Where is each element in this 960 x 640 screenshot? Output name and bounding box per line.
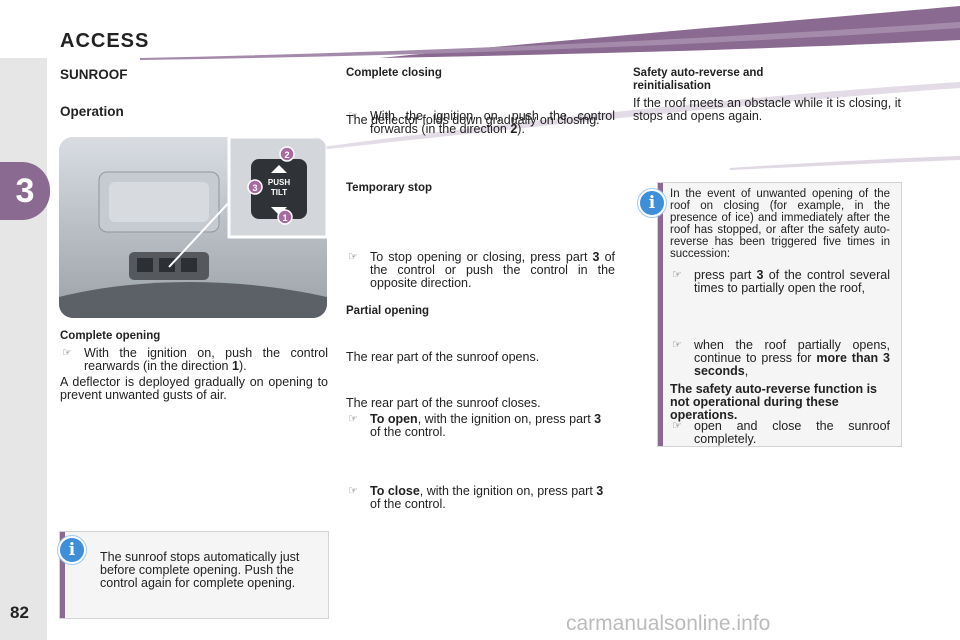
part-number: 3: [756, 268, 764, 282]
bullet-icon: ☞: [672, 269, 682, 281]
photo-label-push: PUSH: [268, 178, 290, 187]
bullet-text-end: ).: [517, 122, 525, 136]
info-icon: i: [58, 536, 86, 564]
section-title: SUNROOF: [60, 67, 128, 82]
bullet-text: , with the ignition on, press part: [419, 484, 597, 498]
duration-label: more than 3 seconds: [694, 351, 890, 378]
info-text-left: The sunroof stops automatically just bef…: [100, 550, 300, 590]
page-sidebar: [0, 0, 47, 640]
bullet-icon: ☞: [348, 251, 358, 263]
to-open-label: To open: [370, 412, 418, 426]
bullet-icon: ☞: [62, 347, 72, 359]
chapter-tab: 3: [0, 162, 50, 220]
part-number: 3: [594, 412, 602, 426]
photo-label-3: 3: [252, 183, 257, 193]
complete-closing-heading: Complete closing: [346, 67, 442, 79]
header-swoosh: [0, 0, 960, 170]
bullet-text: press part: [694, 268, 757, 282]
complete-opening-bullet: ☞ With the ignition on, push the control …: [60, 347, 328, 373]
page-title: ACCESS: [60, 30, 150, 52]
to-close-label: To close: [370, 484, 420, 498]
info-bullet-open-close: ☞ open and close the sunroof completely.: [670, 420, 890, 446]
photo-label-tilt: TILT: [271, 188, 287, 197]
bullet-text-end: of the control.: [370, 497, 446, 511]
part-number: 3: [596, 484, 604, 498]
bullet-text: To stop opening or closing, press part: [370, 250, 593, 264]
info-intro: In the event of unwanted opening of the …: [670, 188, 890, 260]
bullet-text-end: of the control or push the control in th…: [370, 250, 615, 290]
temporary-stop-heading: Temporary stop: [346, 182, 433, 194]
bullet-text-end: of the control.: [370, 425, 446, 439]
partial-opening-bullet-open: ☞ To open, with the ignition on, press pa…: [346, 413, 615, 439]
photo-label-2: 2: [284, 150, 289, 160]
complete-closing-para: The deflector folds down gradually on cl…: [346, 113, 600, 127]
bullet-icon: ☞: [672, 339, 682, 351]
partial-opening-para-open: The rear part of the sunroof opens.: [346, 350, 540, 364]
bullet-icon: ☞: [672, 420, 682, 432]
info-warning: The safety auto-reverse function is not …: [670, 382, 878, 422]
direction-number: 2: [510, 122, 518, 136]
bullet-icon: ☞: [348, 413, 358, 425]
info-box-left: i The sunroof stops automatically just b…: [58, 531, 329, 619]
temporary-stop-bullet: ☞To stop opening or closing, press part …: [346, 251, 615, 290]
complete-opening-heading: Complete opening: [60, 330, 161, 342]
photo-label-1: 1: [282, 213, 287, 223]
bullet-text: With the ignition on, push the control f…: [370, 109, 615, 136]
bullet-text: when the roof partially opens, continue …: [694, 338, 890, 365]
watermark: carmanualsonline.info: [566, 612, 771, 635]
sunroof-control-photo: PUSH TILT 2 3 1: [59, 137, 327, 318]
info-box-right: i In the event of unwanted opening of th…: [638, 182, 902, 447]
info-icon: i: [638, 189, 666, 217]
safety-heading: Safety auto-reverse and reinitialisation: [633, 67, 764, 92]
part-number: 3: [592, 250, 600, 264]
info-bullet-press: ☞ press part 3 of the control several tim…: [670, 269, 890, 295]
direction-number: 1: [231, 359, 239, 373]
info-bullet-continue: ☞ when the roof partially opens, continue…: [670, 339, 890, 378]
partial-opening-para-close: The rear part of the sunroof closes.: [346, 396, 541, 410]
complete-opening-para: A deflector is deployed gradually on ope…: [60, 375, 328, 402]
bullet-text: With the ignition on, push the control r…: [84, 346, 328, 373]
safety-para: If the roof meets an obstacle while it i…: [633, 96, 901, 123]
bullet-text-end: ).: [238, 359, 247, 373]
bullet-text-end: of the control several times to partiall…: [694, 268, 890, 295]
complete-closing-bullet: ☞ With the ignition on, push the control …: [346, 110, 615, 136]
bullet-text-end: ,: [744, 364, 749, 378]
info-accent-bar: [658, 183, 663, 446]
bullet-text: , with the ignition on, press part: [417, 412, 595, 426]
subsection-title: Operation: [60, 104, 124, 119]
page-number: 82: [10, 603, 29, 622]
bullet-icon: ☞: [348, 485, 358, 497]
bullet-text: open and close the sunroof completely.: [694, 419, 890, 446]
info-accent-bar: [60, 532, 65, 618]
partial-opening-heading: Partial opening: [346, 305, 430, 317]
bullet-icon: ☞: [348, 110, 358, 122]
partial-opening-bullet-close: ☞ To close, with the ignition on, press p…: [346, 485, 615, 511]
